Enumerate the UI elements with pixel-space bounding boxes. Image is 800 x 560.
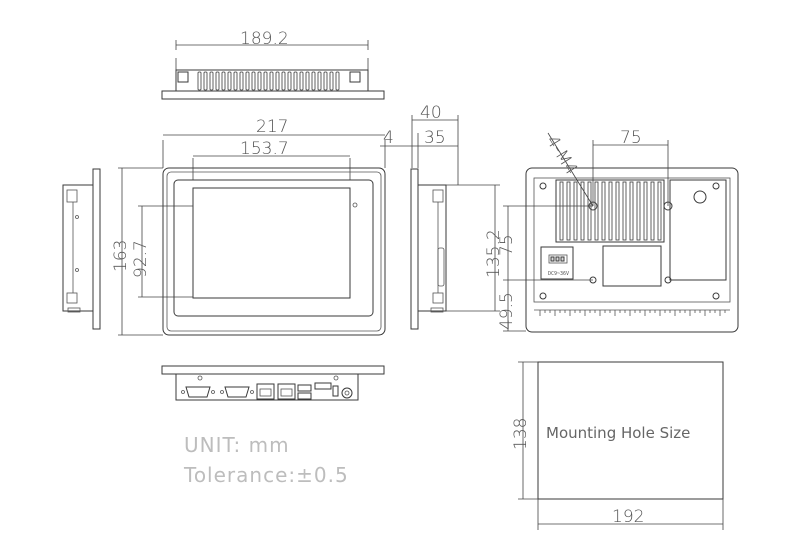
fin — [293, 71, 298, 91]
fin — [221, 71, 226, 91]
fin — [622, 181, 627, 241]
fin — [215, 71, 220, 91]
usb-port — [297, 392, 312, 400]
top-heatsink-fins — [197, 71, 340, 91]
lan-port — [256, 383, 275, 400]
fin — [587, 181, 592, 241]
fin — [305, 71, 310, 91]
fin — [275, 71, 280, 91]
back-cover-block — [669, 179, 727, 281]
front-screen — [192, 187, 351, 299]
fin — [245, 71, 250, 91]
left-side-body — [62, 184, 94, 312]
power-connector — [540, 246, 574, 280]
dim-side-height: 135.2 — [484, 229, 504, 278]
dim-side-bezel: 4 — [383, 128, 394, 148]
fin — [329, 71, 334, 91]
fin — [203, 71, 208, 91]
fin — [311, 71, 316, 91]
right-side-body — [417, 184, 447, 312]
fin — [257, 71, 262, 91]
fin — [227, 71, 232, 91]
top-body — [175, 69, 369, 92]
fin — [559, 181, 564, 241]
dim-cutout-width: 192 — [612, 507, 644, 527]
unit-note: UNIT: mm — [184, 433, 290, 457]
front-screen-frame — [173, 179, 374, 317]
left-side-bezel — [92, 168, 101, 330]
back-label-area — [602, 245, 662, 287]
fin — [615, 181, 620, 241]
fin — [629, 181, 634, 241]
dim-screw-label: 4-M4 — [542, 132, 581, 179]
back-heatsink — [555, 179, 665, 243]
dim-cutout-height: 138 — [511, 418, 531, 450]
mounting-hole-cutout — [537, 361, 724, 500]
fin — [580, 181, 585, 241]
top-view: 189.2 — [161, 29, 385, 100]
fin — [601, 181, 606, 241]
fin — [209, 71, 214, 91]
bottom-body — [175, 373, 359, 401]
fin — [573, 181, 578, 241]
bottom-view — [161, 365, 385, 401]
fin — [281, 71, 286, 91]
fin — [239, 71, 244, 91]
tolerance-note: Tolerance:±0.5 — [183, 463, 349, 487]
top-bezel — [161, 90, 385, 100]
fin — [317, 71, 322, 91]
back-heatsink-fins — [559, 181, 662, 241]
fin — [299, 71, 304, 91]
fin — [608, 181, 613, 241]
fin — [287, 71, 292, 91]
fin — [594, 181, 599, 241]
bottom-bezel — [161, 365, 385, 375]
dim-bottom-offset: 49.5 — [497, 292, 517, 330]
fin — [636, 181, 641, 241]
fin — [323, 71, 328, 91]
dim-hole-spacing: 75 — [620, 128, 642, 148]
dim-front-height: 163 — [111, 240, 131, 272]
com-port — [224, 386, 250, 398]
hdmi-port — [314, 382, 332, 390]
back-io-strip — [539, 310, 726, 316]
front-bezel — [162, 167, 386, 336]
fin — [657, 181, 662, 241]
com-port — [185, 386, 211, 398]
right-side-view: 40 4 35 135.2 — [380, 103, 504, 330]
left-side-view — [62, 168, 101, 330]
back-view: DC9~36V 4-M4 75 75 49.5 — [497, 128, 739, 333]
dim-side-depth: 40 — [420, 103, 442, 123]
fin — [643, 181, 648, 241]
fin — [197, 71, 202, 91]
dim-top-width: 189.2 — [240, 29, 289, 49]
dim-front-width: 217 — [256, 117, 288, 137]
dim-vertical-spacing: 75 — [497, 234, 517, 256]
fin — [650, 181, 655, 241]
dim-front-screen-height: 92.7 — [131, 240, 151, 278]
fin — [263, 71, 268, 91]
power-label: DC9~36V — [548, 271, 569, 277]
usb-port — [297, 384, 312, 392]
fin — [269, 71, 274, 91]
back-housing — [525, 167, 739, 333]
right-side-bezel — [410, 168, 419, 330]
fin — [566, 181, 571, 241]
mounting-hole-view: Mounting Hole Size 138 192 — [511, 361, 724, 530]
dim-side-body: 35 — [424, 128, 446, 148]
fin — [251, 71, 256, 91]
power-jack — [341, 387, 353, 399]
lan-port — [277, 383, 296, 400]
front-view: 217 153.7 163 92.7 — [111, 117, 386, 336]
mounting-hole-label: Mounting Hole Size — [546, 424, 690, 442]
fin — [233, 71, 238, 91]
fin — [335, 71, 340, 91]
dim-front-screen-width: 153.7 — [240, 139, 289, 159]
